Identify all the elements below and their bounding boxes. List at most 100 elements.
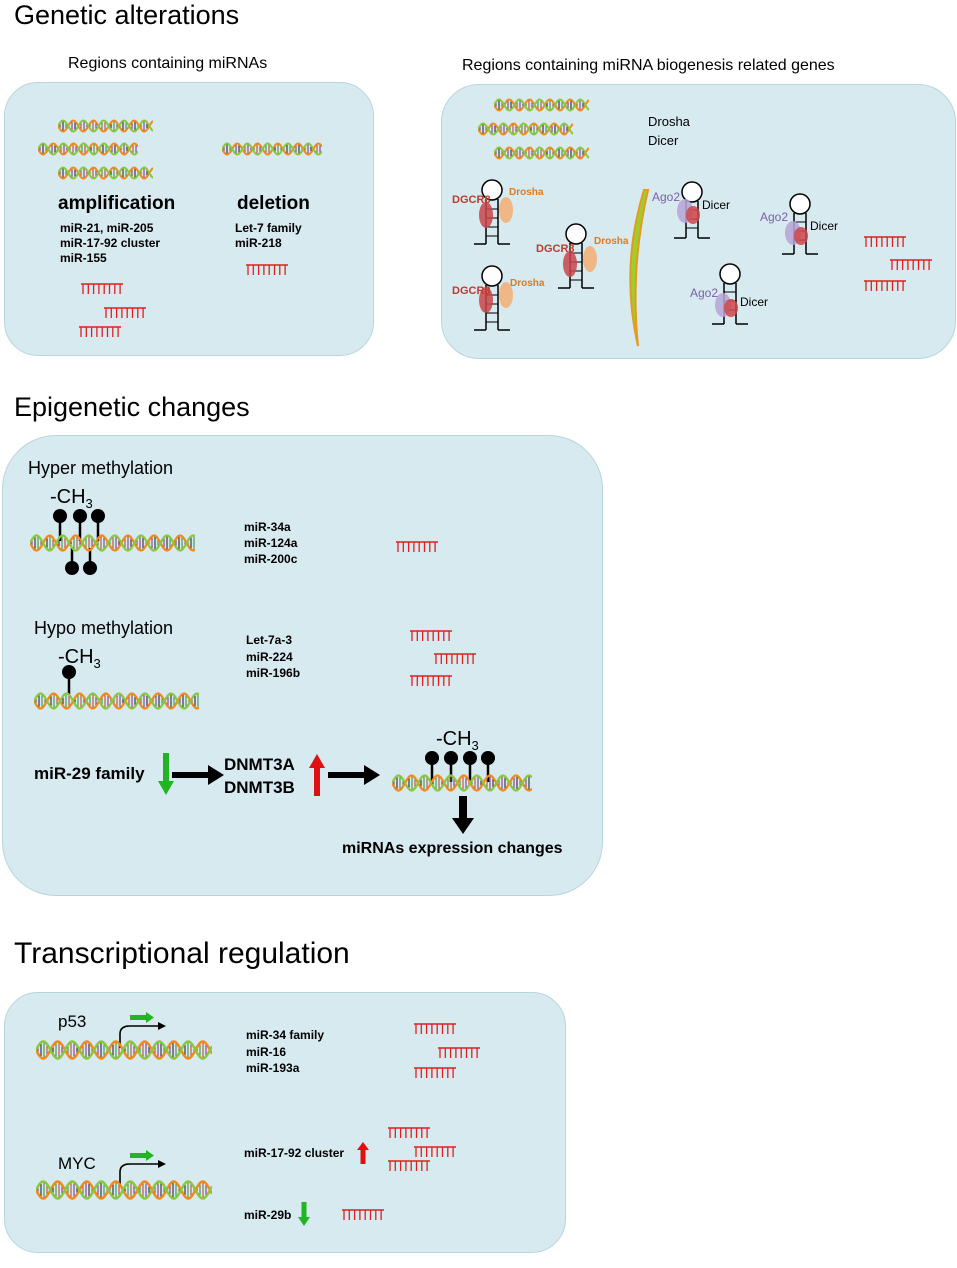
dicer-complex: Ago2 Dicer: [690, 262, 790, 342]
mir29-family-label: miR-29 family: [34, 764, 145, 783]
dna-helix: [33, 692, 200, 715]
gene-drosha: Drosha: [648, 114, 690, 129]
drosha-label: Drosha: [594, 236, 629, 247]
methyl-lollipops-icon: [424, 750, 502, 789]
transcriptional-panel: [4, 992, 566, 1253]
mirna-glyph: [414, 1066, 456, 1078]
drosha-complex: DGCR8 Drosha: [536, 220, 636, 310]
hairpin-icon: [474, 265, 513, 331]
dgcr8-label: DGCR8: [536, 243, 575, 255]
hairpin-icon: [558, 223, 597, 289]
mirna-glyph: [342, 1208, 384, 1220]
dna-helix: [29, 534, 196, 557]
up-arrow-icon: [309, 754, 325, 801]
methyl-group-label: -CH3: [50, 486, 93, 511]
amplification-heading: amplification: [58, 193, 176, 214]
mirna-glyph: [414, 1022, 456, 1034]
methyl-group-label: -CH3: [436, 728, 479, 753]
drosha-label: Drosha: [510, 278, 545, 289]
deletion-item: miR-218: [235, 236, 282, 250]
mirna-glyph: [396, 540, 438, 552]
hairpin-icon: [474, 179, 513, 245]
hyper-mirna-item: miR-200c: [244, 552, 298, 566]
p53-target-item: miR-16: [246, 1045, 287, 1059]
drosha-complex: DGCR8 Drosha: [452, 176, 552, 266]
mirna-glyph: [438, 1046, 480, 1058]
gene-dicer: Dicer: [648, 133, 679, 148]
hypo-methylation-heading: Hypo methylation: [34, 618, 174, 638]
myc-label: MYC: [58, 1154, 96, 1173]
hairpin-icon: [674, 181, 710, 239]
methyl-lollipop-icon: [60, 664, 80, 701]
promoter-arrow-icon: [112, 1012, 172, 1053]
dna-helix: [477, 122, 574, 141]
dicer-label: Dicer: [702, 198, 731, 212]
mirna-glyph: [79, 325, 121, 337]
deletion-item: Let-7 family: [235, 221, 302, 235]
dna-helix: [34, 1040, 214, 1065]
mirna-glyph: [388, 1159, 430, 1171]
mirna-glyph: [410, 674, 452, 686]
mirna-glyph: [890, 258, 932, 270]
dna-helix: [57, 119, 154, 138]
hypo-mirna-item: Let-7a-3: [246, 633, 293, 647]
mirna-glyph: [104, 306, 146, 318]
mirna-glyph: [414, 1145, 456, 1157]
drosha-complex: DGCR8 Drosha: [452, 262, 552, 352]
amplification-item: miR-17-92 cluster: [60, 236, 161, 250]
amplification-item: miR-21, miR-205: [60, 221, 154, 235]
myc-target-mir29b: miR-29b: [244, 1208, 292, 1222]
up-arrow-icon: [357, 1142, 369, 1169]
methyl-group-label: -CH3: [58, 646, 101, 671]
hyper-methylation-heading: Hyper methylation: [28, 458, 174, 478]
dna-helix: [221, 142, 323, 161]
right-arrow-icon: [172, 765, 224, 790]
hairpin-icon: [782, 193, 818, 255]
dgcr8-label: DGCR8: [452, 285, 491, 297]
p53-target-item: miR-193a: [246, 1061, 300, 1075]
mirna-glyph: [81, 282, 123, 294]
ago2-label: Ago2: [690, 286, 719, 300]
mirna-glyph: [388, 1126, 430, 1138]
drosha-label: Drosha: [509, 187, 544, 198]
myc-target-cluster: miR-17-92 cluster: [244, 1146, 345, 1160]
p53-target-item: miR-34 family: [246, 1028, 325, 1042]
mirna-glyph: [864, 235, 906, 247]
dicer-complex: Ago2 Dicer: [652, 180, 752, 260]
hairpin-icon: [712, 263, 748, 325]
hyper-mirna-item: miR-124a: [244, 536, 298, 550]
genetic-alterations-title: Genetic alterations: [14, 0, 240, 30]
dgcr8-label: DGCR8: [452, 194, 491, 206]
promoter-arrow-icon: [112, 1150, 172, 1191]
hyper-mirna-item: miR-34a: [244, 520, 291, 534]
nuclear-membrane-icon: [624, 188, 650, 353]
dna-helix: [57, 166, 154, 185]
dna-helix: [37, 142, 139, 161]
mirna-glyph: [410, 629, 452, 641]
deletion-heading: deletion: [237, 193, 310, 214]
amplification-item: miR-155: [60, 251, 107, 265]
hypo-mirna-item: miR-196b: [246, 666, 301, 680]
dicer-label: Dicer: [740, 295, 769, 309]
dnmt3b-label: DNMT3B: [224, 778, 295, 797]
mirna-glyph: [864, 279, 906, 291]
dna-helix: [391, 774, 533, 797]
mirna-glyph: [246, 263, 288, 275]
transcriptional-regulation-title: Transcriptional regulation: [14, 937, 350, 970]
down-arrow-icon: [158, 753, 174, 800]
mirna-expression-changes-label: miRNAs expression changes: [342, 840, 563, 857]
biogenesis-regions-subtitle: Regions containing miRNA biogenesis rela…: [462, 57, 835, 74]
down-arrow-icon: [452, 796, 474, 839]
dnmt3a-label: DNMT3A: [224, 755, 295, 774]
dicer-complex: Ago2 Dicer: [760, 192, 860, 272]
right-arrow-icon: [328, 765, 380, 790]
mirna-regions-subtitle: Regions containing miRNAs: [68, 55, 268, 72]
dna-helix: [34, 1180, 214, 1205]
dna-helix: [493, 146, 590, 165]
epigenetic-changes-title: Epigenetic changes: [14, 392, 250, 422]
down-arrow-icon: [298, 1202, 310, 1231]
p53-label: p53: [58, 1012, 87, 1031]
mirna-glyph: [434, 652, 476, 664]
ago2-label: Ago2: [652, 190, 681, 204]
dicer-label: Dicer: [810, 219, 839, 233]
